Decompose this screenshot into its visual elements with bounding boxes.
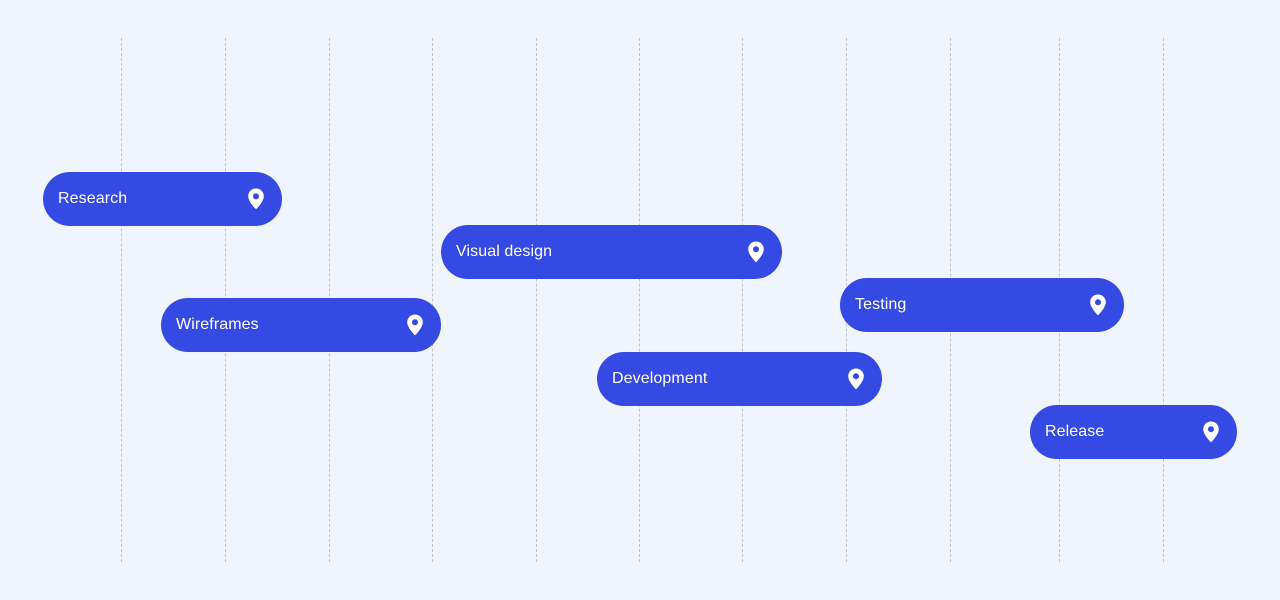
timeline-gridline xyxy=(1163,38,1164,562)
task-label: Research xyxy=(58,190,128,207)
task-label: Development xyxy=(612,370,708,387)
timeline-gridline xyxy=(121,38,122,562)
task-label: Visual design xyxy=(456,243,553,260)
map-pin-icon[interactable] xyxy=(405,313,425,337)
task-pill-testing[interactable]: Testing xyxy=(840,278,1124,332)
task-pill-research[interactable]: Research xyxy=(43,172,282,226)
timeline-gridline xyxy=(742,38,743,562)
map-pin-icon[interactable] xyxy=(746,240,766,264)
task-pill-development[interactable]: Development xyxy=(597,352,882,406)
map-pin-icon[interactable] xyxy=(246,187,266,211)
map-pin-icon[interactable] xyxy=(846,367,866,391)
task-label: Wireframes xyxy=(176,316,259,333)
task-pill-visual-design[interactable]: Visual design xyxy=(441,225,782,279)
task-label: Release xyxy=(1045,423,1105,440)
task-pill-wireframes[interactable]: Wireframes xyxy=(161,298,441,352)
map-pin-icon[interactable] xyxy=(1201,420,1221,444)
timeline-gridline xyxy=(536,38,537,562)
timeline-gridline xyxy=(639,38,640,562)
task-label: Testing xyxy=(855,296,907,313)
map-pin-icon[interactable] xyxy=(1088,293,1108,317)
timeline-gridline xyxy=(432,38,433,562)
task-pill-release[interactable]: Release xyxy=(1030,405,1237,459)
